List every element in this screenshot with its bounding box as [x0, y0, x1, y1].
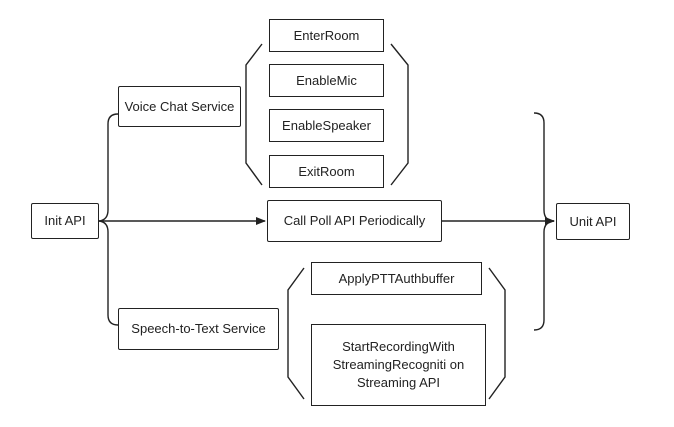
speech-steps-left-bracket: [287, 267, 305, 400]
voice-chat-service-node: Voice Chat Service: [118, 86, 241, 127]
exit-room-node: ExitRoom: [269, 155, 384, 188]
call-poll-api-node: Call Poll API Periodically: [267, 200, 442, 242]
voice-steps-left-bracket: [245, 43, 263, 186]
speech-to-text-service-label: Speech-to-Text Service: [131, 321, 266, 336]
voice-steps-right-bracket: [390, 43, 409, 186]
apply-ptt-authbuffer-node: ApplyPTTAuthbuffer: [311, 262, 482, 295]
voice-chat-service-label: Voice Chat Service: [124, 98, 235, 114]
enable-speaker-label: EnableSpeaker: [282, 117, 371, 133]
apply-ptt-authbuffer-label: ApplyPTTAuthbuffer: [338, 270, 455, 286]
init-api-branch-brace: [98, 113, 119, 326]
start-recording-label: StartRecordingWith StreamingRecogniti on…: [332, 339, 465, 390]
speech-steps-right-bracket: [488, 267, 506, 400]
init-api-node: Init API: [31, 203, 99, 239]
start-recording-node: StartRecordingWith StreamingRecogniti on…: [311, 324, 486, 406]
enable-speaker-node: EnableSpeaker: [269, 109, 384, 142]
unit-api-node: Unit API: [556, 203, 630, 240]
exit-room-label: ExitRoom: [298, 163, 355, 179]
enable-mic-label: EnableMic: [296, 72, 357, 88]
speech-to-text-service-node: Speech-to-Text Service: [118, 308, 279, 350]
unit-api-brace: [533, 112, 555, 331]
enable-mic-node: EnableMic: [269, 64, 384, 97]
unit-api-label: Unit API: [569, 213, 617, 229]
call-poll-api-label: Call Poll API Periodically: [283, 213, 426, 228]
enter-room-label: EnterRoom: [293, 27, 360, 43]
enter-room-node: EnterRoom: [269, 19, 384, 52]
init-api-label: Init API: [44, 213, 86, 228]
